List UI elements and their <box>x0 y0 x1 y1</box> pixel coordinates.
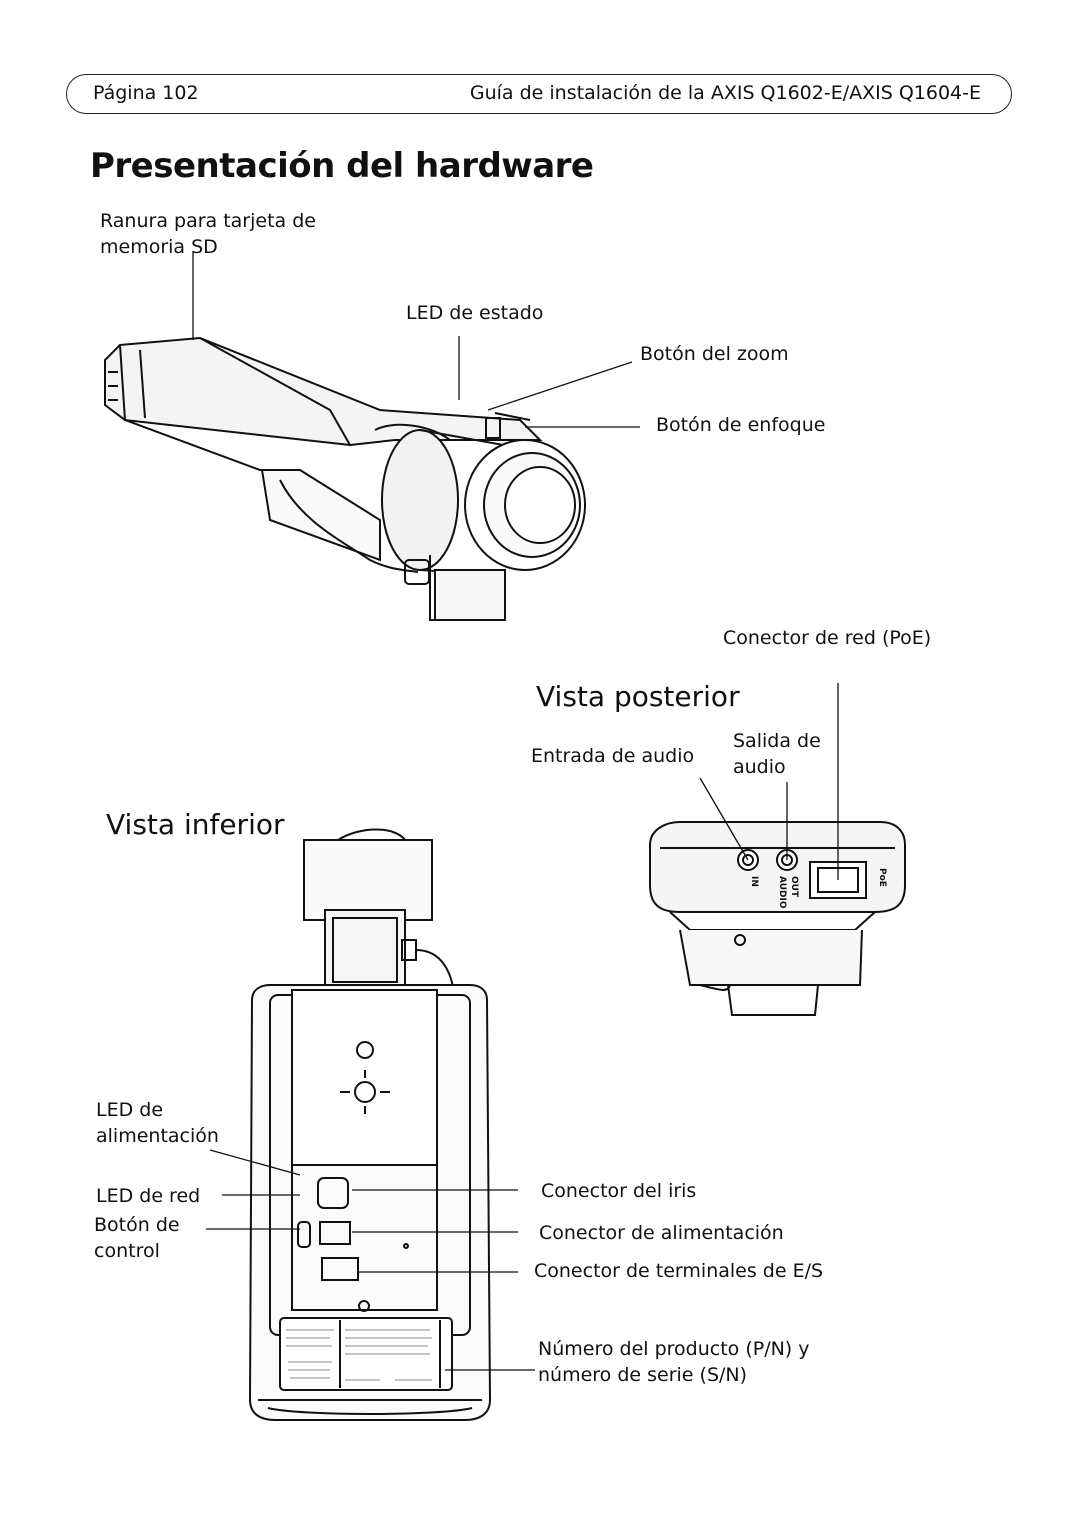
camera-rear-view <box>649 821 906 1016</box>
port-out-label: OUT <box>789 876 799 898</box>
label-sd-slot: Ranura para tarjeta de memoria SD <box>100 210 316 258</box>
port-audio-label: AUDIO <box>777 876 787 909</box>
heading-bottom-view: Vista inferior <box>106 808 285 841</box>
page-header: Página 102 Guía de instalación de la AXI… <box>66 74 1012 114</box>
label-io-connector: Conector de terminales de E/S <box>534 1260 824 1282</box>
camera-bottom-view <box>248 828 492 1421</box>
page-title: Presentación del hardware <box>90 146 594 186</box>
guide-title: Guía de instalación de la AXIS Q1602-E/A… <box>469 82 981 104</box>
label-power-connector: Conector de alimentación <box>539 1222 784 1244</box>
heading-rear-view: Vista posterior <box>536 680 740 713</box>
label-zoom-button: Botón del zoom <box>640 343 789 365</box>
page-number: Página 102 <box>93 82 199 104</box>
label-network-connector: Conector de red (PoE) <box>723 627 932 649</box>
label-power-led: LED de alimentación <box>96 1099 219 1147</box>
label-control-button: Botón de control <box>94 1214 180 1262</box>
label-iris-connector: Conector del iris <box>541 1180 697 1202</box>
port-in-label: IN <box>749 876 759 887</box>
leader-lines <box>192 252 839 1371</box>
label-audio-out: Salida de audio <box>733 730 821 778</box>
label-focus-button: Botón de enfoque <box>656 414 826 436</box>
label-serial-number: Número del producto (P/N) y número de se… <box>538 1338 810 1386</box>
camera-side-view <box>104 336 586 621</box>
port-poe-label: PoE <box>877 868 887 887</box>
label-status-led: LED de estado <box>406 302 544 324</box>
label-network-led: LED de red <box>96 1185 201 1207</box>
label-audio-in: Entrada de audio <box>531 745 695 767</box>
